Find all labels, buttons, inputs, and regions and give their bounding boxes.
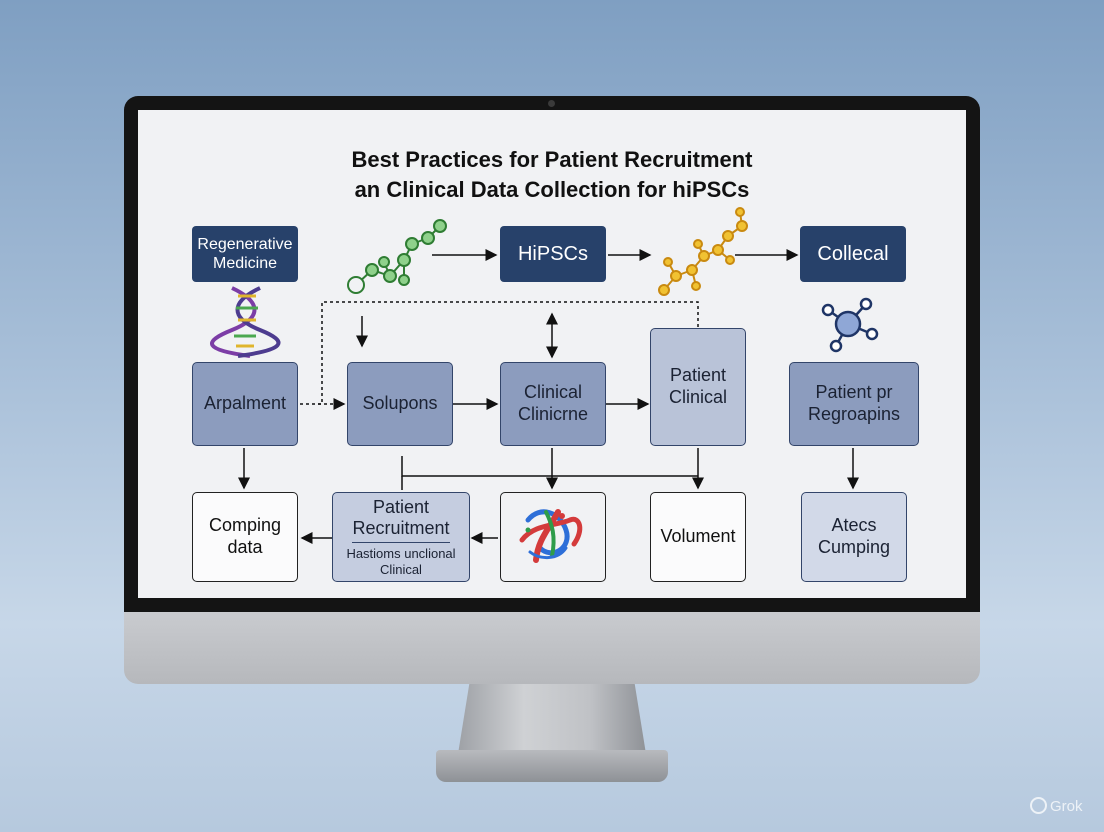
- box-patient-recruitment-sub1: Hastioms unclional: [346, 546, 456, 561]
- box-hipscs-label: HiPSCs: [517, 243, 588, 265]
- box-patient-recruitment-sub2: Clinical: [380, 561, 422, 577]
- box-clinical-line1: Clinical: [523, 382, 583, 403]
- box-regenerative-medicine-line2: Medicine: [212, 255, 278, 272]
- box-comping-data-line1: Comping: [208, 515, 282, 536]
- box-patient-recruitment-line1: Patient: [372, 496, 430, 517]
- box-solupons: Solupons: [347, 362, 453, 446]
- molecule-blue-icon: [821, 297, 879, 353]
- protein-ribbon-icon: [519, 509, 583, 563]
- molecule-green-icon: [347, 219, 447, 294]
- monitor-stand-neck: [458, 684, 646, 754]
- box-patient-regroapins-line1: Patient pr: [815, 382, 893, 403]
- dotted-connector: [300, 301, 699, 405]
- monitor-chin: [124, 612, 980, 684]
- box-volument-label: Volument: [660, 526, 736, 547]
- dna-helix-icon: [210, 286, 281, 358]
- monitor-stand-base: [436, 750, 668, 782]
- box-regenerative-medicine-line1: Regenerative: [197, 235, 293, 253]
- box-clinical-clinicrne: Clinical Clinicrne: [500, 362, 606, 446]
- box-patient-recruitment-line2: Recruitment: [352, 518, 450, 543]
- box-patient-recruitment: Patient Recruitment Hastioms unclional C…: [332, 492, 470, 582]
- grok-logo-icon: [1030, 797, 1047, 814]
- box-patient-clinical-line1: Patient: [669, 365, 727, 385]
- webcam-icon: [548, 100, 555, 107]
- title-line-1: Best Practices for Patient Recruitment: [351, 147, 753, 172]
- box-comping-data: Comping data: [192, 492, 298, 582]
- box-patient-regroapins: Patient pr Regroapins: [789, 362, 919, 446]
- watermark: Grok: [1030, 797, 1083, 815]
- box-arpalment-label: Arpalment: [203, 393, 287, 414]
- box-atecs-cumping: Atecs Cumping: [801, 492, 907, 582]
- box-atecs-line1: Atecs: [831, 515, 877, 536]
- box-protein-ribbon: [500, 492, 606, 582]
- box-clinical-line2: Clinicrne: [517, 404, 589, 424]
- box-arpalment: Arpalment: [192, 362, 298, 446]
- box-patient-regroapins-line2: Regroapins: [807, 404, 901, 424]
- molecule-orange-icon: [658, 207, 748, 296]
- watermark-text: Grok: [1050, 798, 1083, 815]
- box-regenerative-medicine: Regenerative Medicine: [192, 226, 298, 282]
- box-atecs-line2: Cumping: [817, 537, 891, 557]
- box-patient-clinical: Patient Clinical: [650, 328, 746, 446]
- box-hipscs: HiPSCs: [500, 226, 606, 282]
- link-bar: [401, 456, 698, 477]
- box-collecal-label: Collecal: [817, 243, 889, 265]
- box-comping-data-line2: data: [227, 537, 263, 557]
- diagram-title: Best Practices for Patient Recruitment a…: [138, 145, 966, 205]
- box-collecal: Collecal: [800, 226, 906, 282]
- box-solupons-label: Solupons: [362, 393, 438, 414]
- box-patient-clinical-line2: Clinical: [668, 386, 728, 407]
- box-volument: Volument: [650, 492, 746, 582]
- title-line-2: an Clinical Data Collection for hiPSCs: [354, 177, 750, 202]
